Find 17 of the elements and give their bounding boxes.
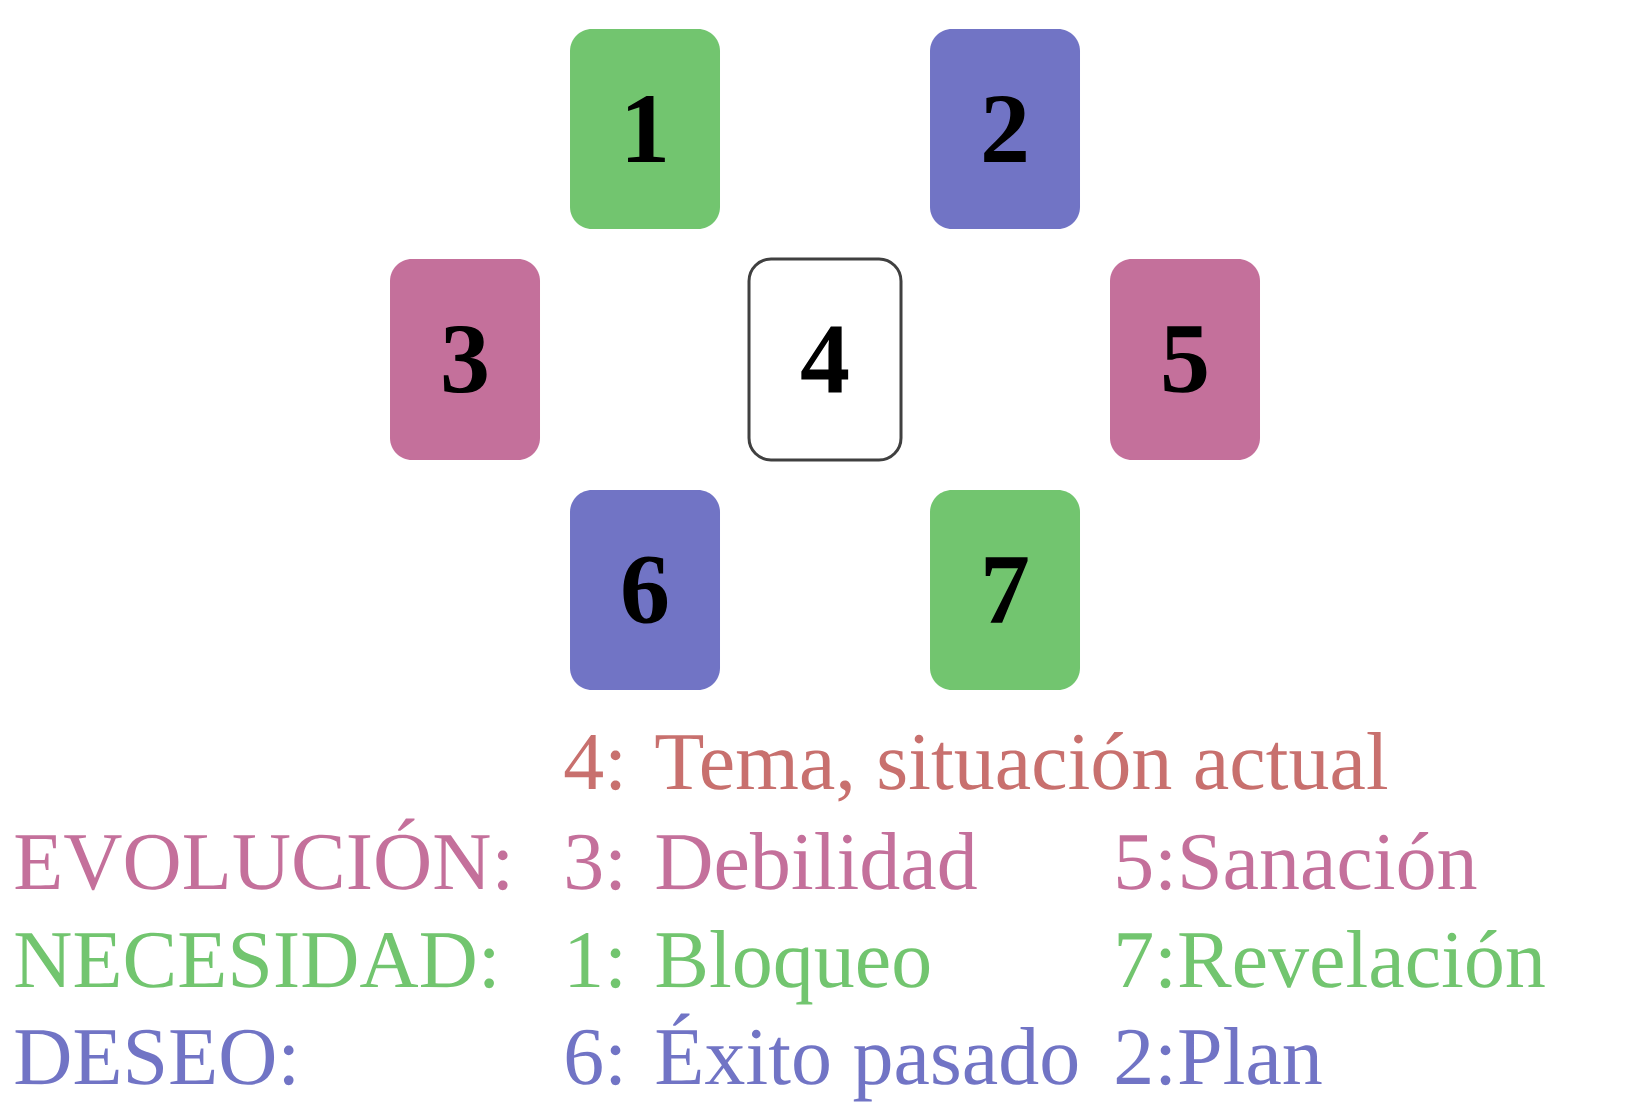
card: 5	[1110, 259, 1260, 460]
legend-text: 1: Bloqueo	[570, 930, 930, 1005]
legend-text: 6: Éxito pasado	[566, 1013, 1078, 1102]
legend-text: NECESIDAD:	[15, 932, 494, 989]
card: 1	[570, 29, 720, 229]
legend-text: DESEO:	[15, 1029, 294, 1086]
legend-text: 5:Sanación	[1118, 832, 1477, 891]
legend-text: 2:Plan	[1116, 1027, 1322, 1086]
legend-text: 4: Tema, situación actual	[564, 732, 1388, 802]
card: 6	[570, 490, 720, 690]
legend-text: 3: Debilidad	[567, 832, 977, 891]
card: 3	[390, 259, 540, 460]
card: 7	[930, 490, 1080, 690]
card: 4	[747, 257, 903, 462]
card: 2	[930, 29, 1080, 229]
legend-text: 7:Revelación	[1118, 930, 1545, 989]
legend-text: EVOLUCIÓN:	[15, 818, 508, 891]
